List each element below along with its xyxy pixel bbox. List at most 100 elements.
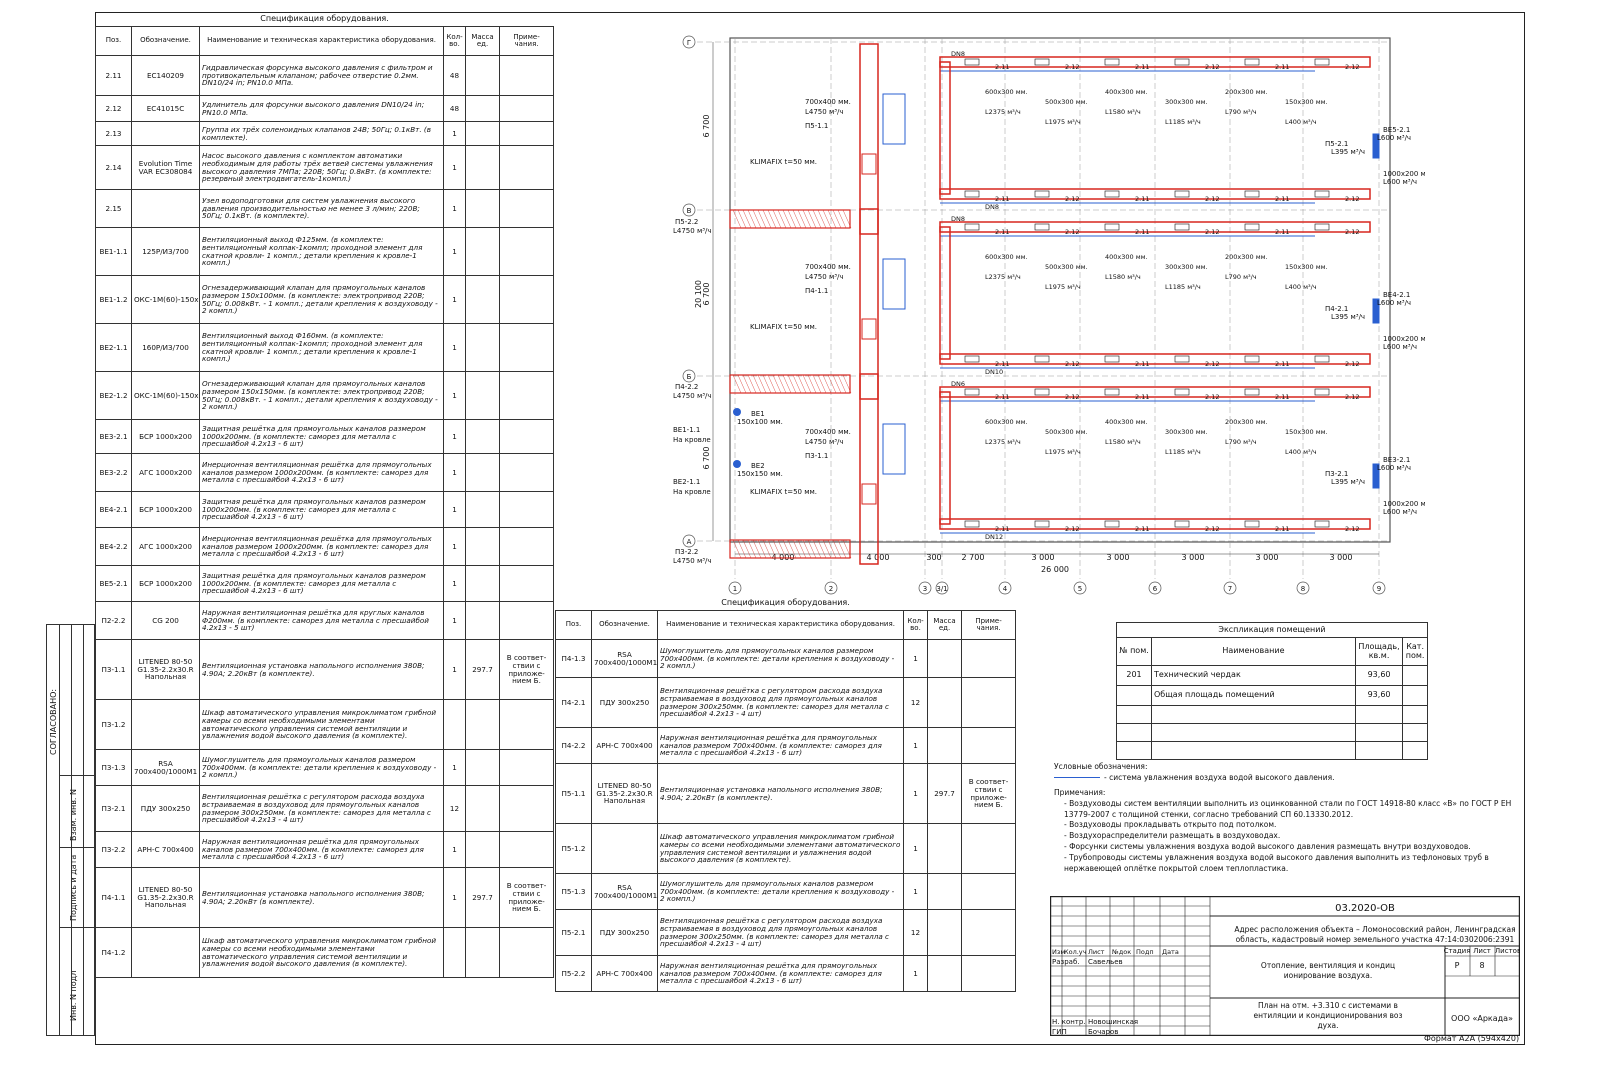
mass-cell: [465, 189, 500, 228]
dim-total-left: 20 100: [694, 280, 703, 308]
pos-cell: П3-1.3: [95, 749, 132, 786]
flow-label: L400 м³/ч: [1285, 283, 1317, 291]
spec-header-0: Поз.: [95, 26, 132, 56]
designation-cell: ПДУ 300х250: [131, 785, 200, 832]
designation-cell: АГС 1000х200: [131, 453, 200, 492]
explication-title: Экспликация помещений: [1116, 622, 1428, 638]
mass-cell: [465, 145, 500, 190]
insulation-hatch: [827, 539, 837, 559]
roof-exhaust-note: На кровле: [673, 488, 711, 496]
pos-cell: П4-1.3: [555, 639, 592, 678]
supply-grille: [1244, 223, 1260, 231]
flow-label: L1580 м³/ч: [1105, 273, 1141, 281]
note-cell: [960, 873, 1017, 910]
mass-cell: [465, 527, 500, 566]
nozzle-label: 2.11: [995, 525, 1009, 533]
axis-bubble: [682, 35, 696, 49]
insulation-hatch: [817, 539, 827, 559]
name-cell: Защитная решётка для прямоугольных канал…: [199, 491, 444, 528]
pos-cell: П3-2.1: [95, 785, 132, 832]
nozzle-label: 2.12: [1345, 360, 1359, 368]
exhaust-flow-2: L600 м³/ч: [1383, 343, 1417, 351]
designation-cell: ПДУ 300х250: [591, 909, 658, 956]
insulation-hatch: [787, 539, 797, 559]
note-cell: [960, 823, 1017, 874]
flow-label: L1975 м³/ч: [1045, 283, 1081, 291]
insulation-hatch: [742, 374, 752, 394]
sheets-label: Листов: [1495, 947, 1520, 955]
legend-title: Условные обозначения:: [1054, 762, 1148, 771]
spec-header-4: Масса ед.: [465, 26, 500, 56]
qty-cell: 1: [443, 227, 466, 276]
insulation-hatch: [797, 209, 807, 229]
intake-tag: П4-2.2: [675, 383, 698, 391]
axis-bubble: [682, 203, 696, 217]
designation-cell: АРН-С 700х400: [591, 955, 658, 992]
nozzle-label: 2.11: [1135, 195, 1149, 203]
nozzle-label: 2.11: [1275, 393, 1289, 401]
nozzle-label: 2.11: [1275, 63, 1289, 71]
pos-cell: П5-1.2: [555, 823, 592, 874]
nozzle-label: 2.11: [995, 63, 1009, 71]
legend-symbol-text: - система увлажнения воздуха водой высок…: [1104, 772, 1335, 782]
axis-label: А: [687, 538, 692, 546]
nozzle-label: 2.12: [1065, 228, 1079, 236]
nozzle-label: 2.11: [1275, 195, 1289, 203]
qty-cell: 1: [443, 831, 466, 868]
qty-cell: 1: [903, 823, 928, 874]
supply-grille: [1314, 520, 1330, 528]
nozzle-label: 2.11: [1135, 360, 1149, 368]
sheet-label: Лист: [1473, 947, 1491, 955]
note-cell: [498, 371, 555, 420]
pos-cell: П3-2.2: [95, 831, 132, 868]
qty-cell: 1: [903, 955, 928, 992]
mass-cell: [927, 955, 962, 992]
mass-cell: [465, 121, 500, 146]
nozzle-label: 2.12: [1065, 525, 1079, 533]
unit-duct-size: 700х400 мм.: [805, 428, 851, 436]
note-item: - Воздуховоды прокладывать открыто под п…: [1064, 820, 1277, 830]
dim-bottom: 300: [926, 553, 941, 562]
duct-size-label: 150х300 мм.: [1285, 263, 1328, 271]
pos-cell: ВЕ4-2.1: [95, 491, 132, 528]
strip-divider: [83, 625, 84, 1035]
note-cell: [498, 55, 555, 96]
qty-cell: 1: [443, 565, 466, 602]
name-cell: Вентиляционный выход Ф160мм. (в комплект…: [199, 323, 444, 372]
designation-cell: RSA 700х400/1000М1: [131, 749, 200, 786]
supply-grille: [964, 520, 980, 528]
explication-header-2: Площадь, кв.м.: [1354, 637, 1404, 666]
exhaust-grille: [1372, 463, 1380, 489]
qty-cell: 1: [443, 527, 466, 566]
exhaust-flow: L600 м³/ч: [1377, 299, 1411, 307]
axis-bubble: [1223, 581, 1237, 595]
intake-duct: [729, 209, 851, 229]
insulation-hatch: [787, 374, 797, 394]
designation-cell: CG 200: [131, 601, 200, 640]
insulation-hatch: [747, 209, 757, 229]
mass-cell: [927, 677, 962, 728]
spec-row: ВЕ2-1.2ОКС-1М(60)-150х150Огнезадерживающ…: [95, 371, 555, 420]
note-cell: [498, 699, 555, 750]
insulation-hatch: [757, 209, 767, 229]
qty-cell: 12: [443, 785, 466, 832]
name-cell: Узел водоподготовки для систем увлажнени…: [199, 189, 444, 228]
insulation-hatch: [772, 209, 782, 229]
explication-cell: [1116, 705, 1152, 724]
dim-left: 6 700: [702, 447, 711, 470]
supply-grille: [1034, 355, 1050, 363]
insulation-hatch: [802, 209, 812, 229]
insulation-hatch: [742, 539, 752, 559]
spec-header-1: Обозначение.: [591, 610, 658, 640]
dim-bottom: 3 000: [1182, 553, 1205, 562]
silencer-box: [861, 483, 877, 505]
unit-tag: П4-1.1: [805, 287, 828, 295]
roof-exhaust-tag: ВЕ2: [751, 462, 765, 470]
spec-table-2: Спецификация оборудования. Поз.Обозначен…: [555, 596, 1017, 992]
